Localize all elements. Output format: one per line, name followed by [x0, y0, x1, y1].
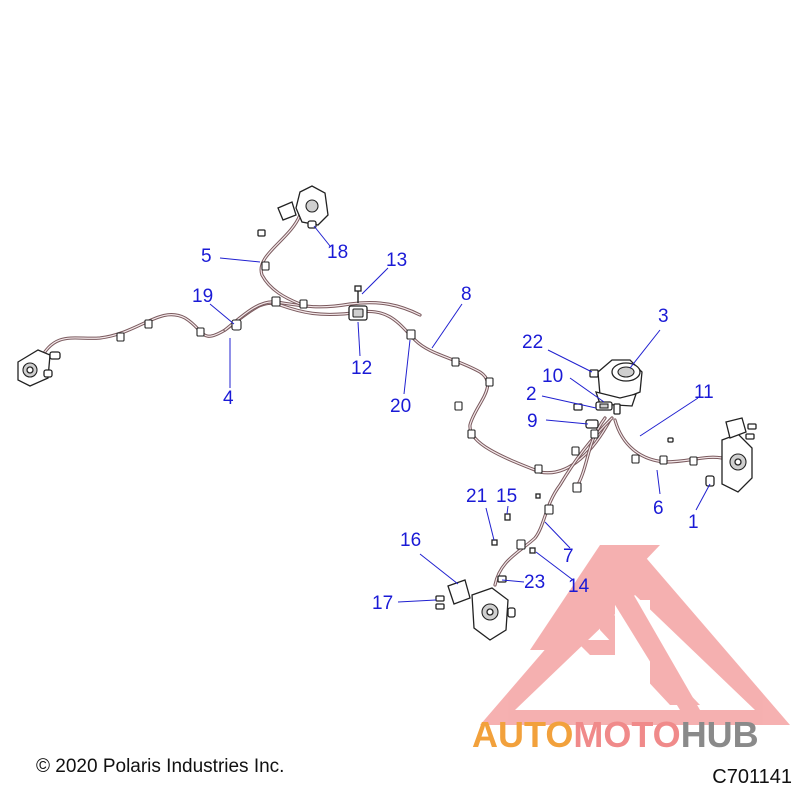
callout-17: 17: [372, 593, 393, 614]
callout-1: 1: [688, 512, 699, 533]
callout-21: 21: [466, 486, 487, 507]
callout-15: 15: [496, 486, 517, 507]
callout-9: 9: [527, 411, 538, 432]
callouts: 1 2 3 4 5 6 7 8 9 10 11 12 13 14 15 16 1…: [192, 242, 714, 614]
drawing-code: C701141: [712, 766, 792, 788]
watermark-hub: HUB: [680, 714, 759, 755]
hose-clips: [116, 261, 698, 550]
master-cylinder: [589, 359, 643, 407]
callout-12: 12: [351, 358, 372, 379]
callout-2: 2: [526, 384, 537, 405]
callout-4: 4: [223, 388, 234, 409]
right-front-caliper: [667, 417, 757, 493]
callout-13: 13: [386, 250, 407, 271]
callout-7: 7: [563, 546, 574, 567]
callout-20: 20: [390, 396, 411, 417]
watermark-auto: AUTO: [472, 714, 574, 755]
splitter-block: [348, 285, 368, 321]
callout-5: 5: [201, 246, 212, 267]
copyright-text: © 2020 Polaris Industries Inc.: [36, 756, 285, 777]
upper-caliper: [257, 185, 329, 237]
callout-22: 22: [522, 332, 543, 353]
callout-19: 19: [192, 286, 213, 307]
watermark-triangle-logo: [480, 545, 790, 725]
callout-14: 14: [568, 576, 590, 597]
callout-16: 16: [400, 530, 421, 551]
callout-6: 6: [653, 498, 664, 519]
callout-23: 23: [524, 572, 545, 593]
callout-18: 18: [327, 242, 348, 263]
callout-10: 10: [542, 366, 563, 387]
left-front-caliper: [17, 349, 61, 387]
leader-lines: [209, 225, 711, 603]
callout-8: 8: [461, 284, 472, 305]
watermark-logo-text: AUTOMOTOHUB: [472, 714, 759, 756]
rear-caliper: [435, 493, 541, 641]
callout-11: 11: [694, 382, 714, 403]
fittings: [573, 401, 621, 429]
watermark-moto: MOTO: [573, 714, 681, 755]
callout-3: 3: [658, 306, 669, 327]
